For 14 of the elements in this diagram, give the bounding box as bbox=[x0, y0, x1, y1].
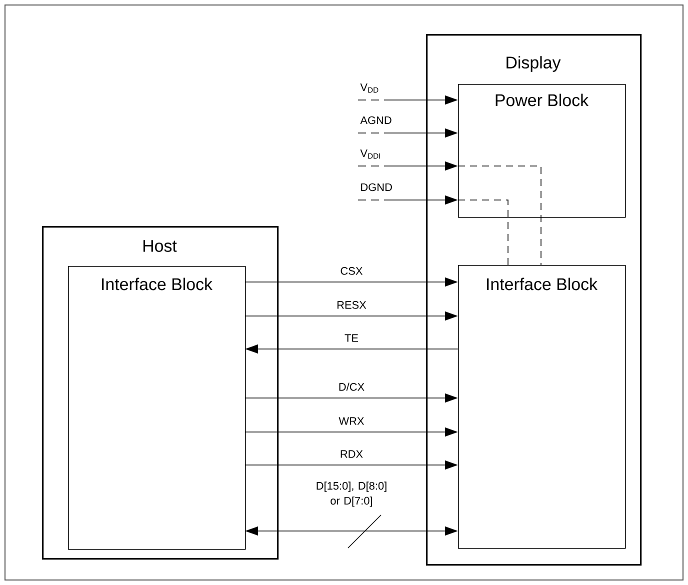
block-box: Interface Block bbox=[68, 266, 246, 550]
block-box: Interface Block bbox=[458, 265, 626, 549]
signal-label: CSX bbox=[340, 267, 363, 275]
signal-label: V$_{DDI}$ bbox=[360, 149, 380, 159]
signal-label: D/CX bbox=[339, 382, 364, 391]
signal-label: TE bbox=[344, 334, 358, 342]
signal-label: RESX bbox=[338, 301, 366, 309]
signal-label: WRX bbox=[338, 417, 364, 425]
signal-label: AGND bbox=[360, 116, 392, 124]
block-box: Power Block bbox=[458, 84, 626, 218]
signal-label: RDX bbox=[340, 450, 363, 458]
signal-label: V$_{DD}$ bbox=[360, 83, 378, 93]
signal-label: D[15:0], D[8:0] or D[7:0] bbox=[316, 482, 386, 507]
signal-label: DGND bbox=[361, 183, 392, 192]
